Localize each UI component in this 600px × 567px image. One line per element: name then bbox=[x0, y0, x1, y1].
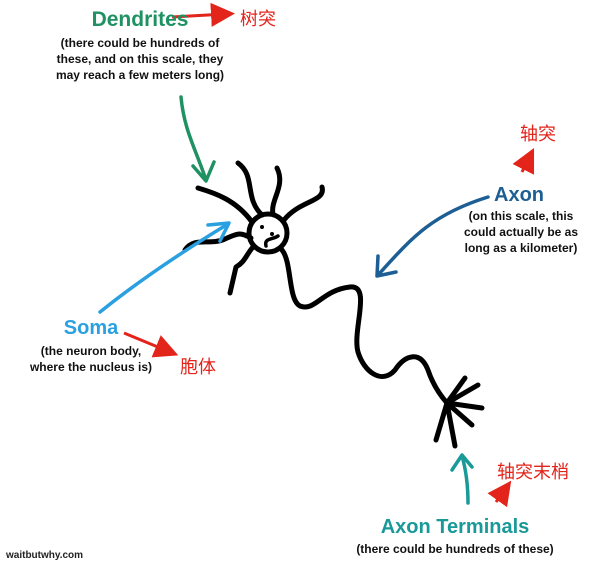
credit-text: waitbutwhy.com bbox=[5, 550, 83, 561]
axon-desc-line: could actually be as bbox=[464, 225, 578, 239]
dendrites-arrow bbox=[179, 95, 216, 183]
dendrites-chinese-label: 树突 bbox=[240, 9, 276, 30]
terminals-chinese-label: 轴突末梢 bbox=[497, 462, 569, 483]
neuron-drawing bbox=[182, 160, 485, 449]
dendrites-title: Dendrites bbox=[92, 8, 189, 31]
dendrites-desc-line: these, and on this scale, they bbox=[57, 52, 224, 66]
dendrites-desc-line: may reach a few meters long) bbox=[56, 68, 224, 82]
axon-terminals-arrow bbox=[450, 453, 474, 505]
dendrites-annotation-arrow bbox=[171, 2, 235, 27]
soma-title: Soma bbox=[64, 317, 119, 339]
terminals-annotation-arrow bbox=[487, 480, 512, 508]
axon-terminals-drawing bbox=[433, 375, 485, 449]
axon-annotation-arrow bbox=[512, 147, 535, 175]
axon-terminals-title: Axon Terminals bbox=[381, 516, 530, 538]
soma-desc-line: (the neuron body, bbox=[41, 344, 141, 358]
axon-desc-line: (on this scale, this bbox=[469, 209, 574, 223]
soma-chinese-label: 胞体 bbox=[180, 357, 216, 378]
axon-drawing bbox=[279, 247, 450, 406]
axon-desc-line: long as a kilometer) bbox=[465, 241, 578, 255]
axon-terminals-desc: (there could be hundreds of these) bbox=[356, 542, 553, 556]
axon-title: Axon bbox=[494, 184, 544, 206]
axon-chinese-label: 轴突 bbox=[520, 124, 556, 145]
axon-arrow bbox=[375, 195, 490, 278]
soma-desc-line: where the nucleus is) bbox=[29, 360, 152, 374]
soma-annotation-arrow bbox=[123, 331, 179, 358]
soma-drawing bbox=[246, 211, 290, 255]
soma-arrow bbox=[98, 221, 231, 314]
dendrites-desc-line: (there could be hundreds of bbox=[61, 36, 221, 50]
